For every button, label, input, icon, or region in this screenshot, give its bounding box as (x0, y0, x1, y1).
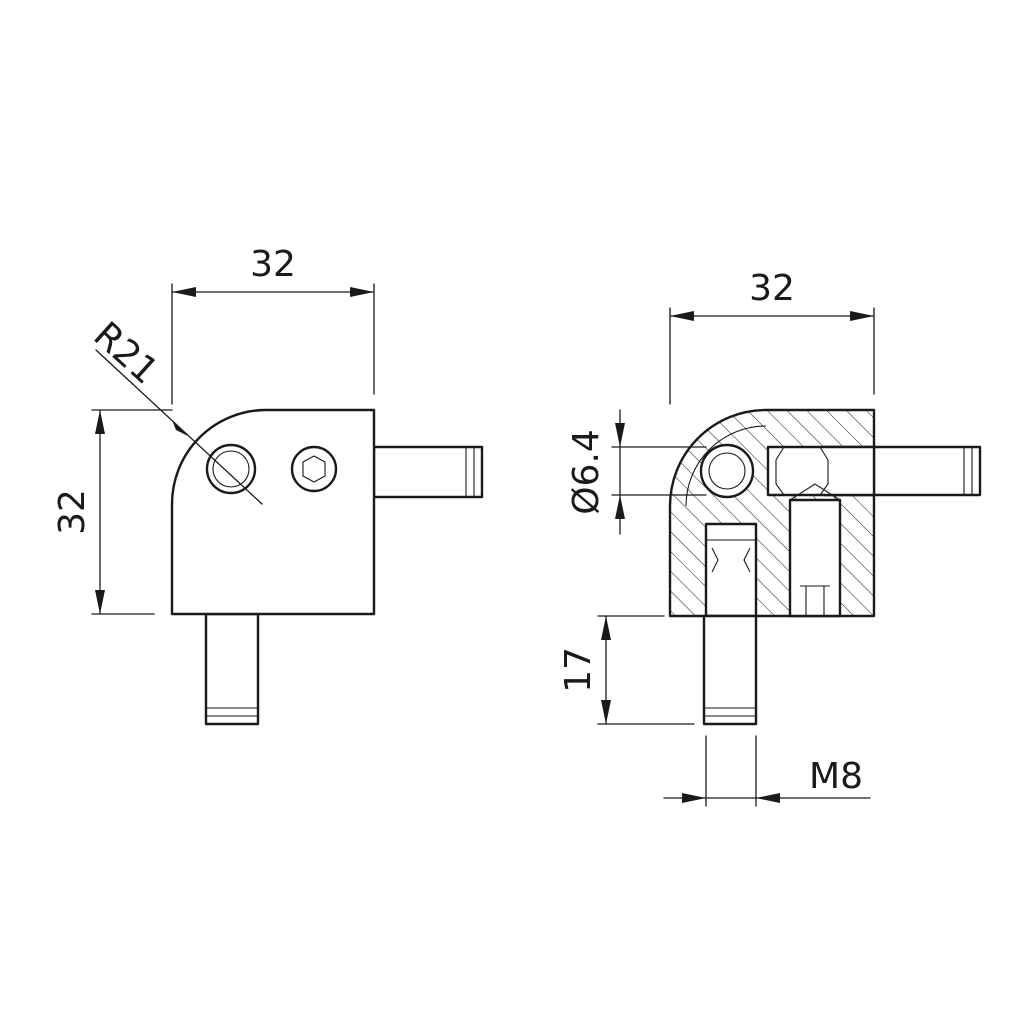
section-width-label: 32 (749, 268, 795, 309)
section-hole-dimension: Ø6.4 (566, 409, 707, 535)
section-pin-length-dimension: 17 (558, 615, 695, 725)
section-bottom-pin (702, 614, 758, 726)
front-height-dimension: 32 (52, 409, 173, 615)
front-view: 32 32 R21 (52, 244, 484, 726)
front-body (170, 408, 376, 616)
front-radius-label: R21 (86, 315, 166, 393)
section-thread-dimension: M8 (663, 735, 871, 807)
section-thread-label: M8 (809, 756, 863, 797)
front-width-dimension: 32 (171, 244, 375, 405)
front-height-label: 32 (52, 489, 93, 535)
section-view: 32 Ø6.4 17 M8 (558, 268, 982, 807)
section-width-dimension: 32 (669, 268, 875, 405)
section-pin-length-label: 17 (558, 647, 599, 693)
section-body (668, 408, 876, 618)
front-hole (205, 443, 257, 495)
section-hole-label: Ø6.4 (566, 429, 607, 515)
front-hex-screw (290, 445, 338, 493)
front-width-label: 32 (250, 244, 296, 285)
front-bottom-pin (204, 612, 260, 726)
